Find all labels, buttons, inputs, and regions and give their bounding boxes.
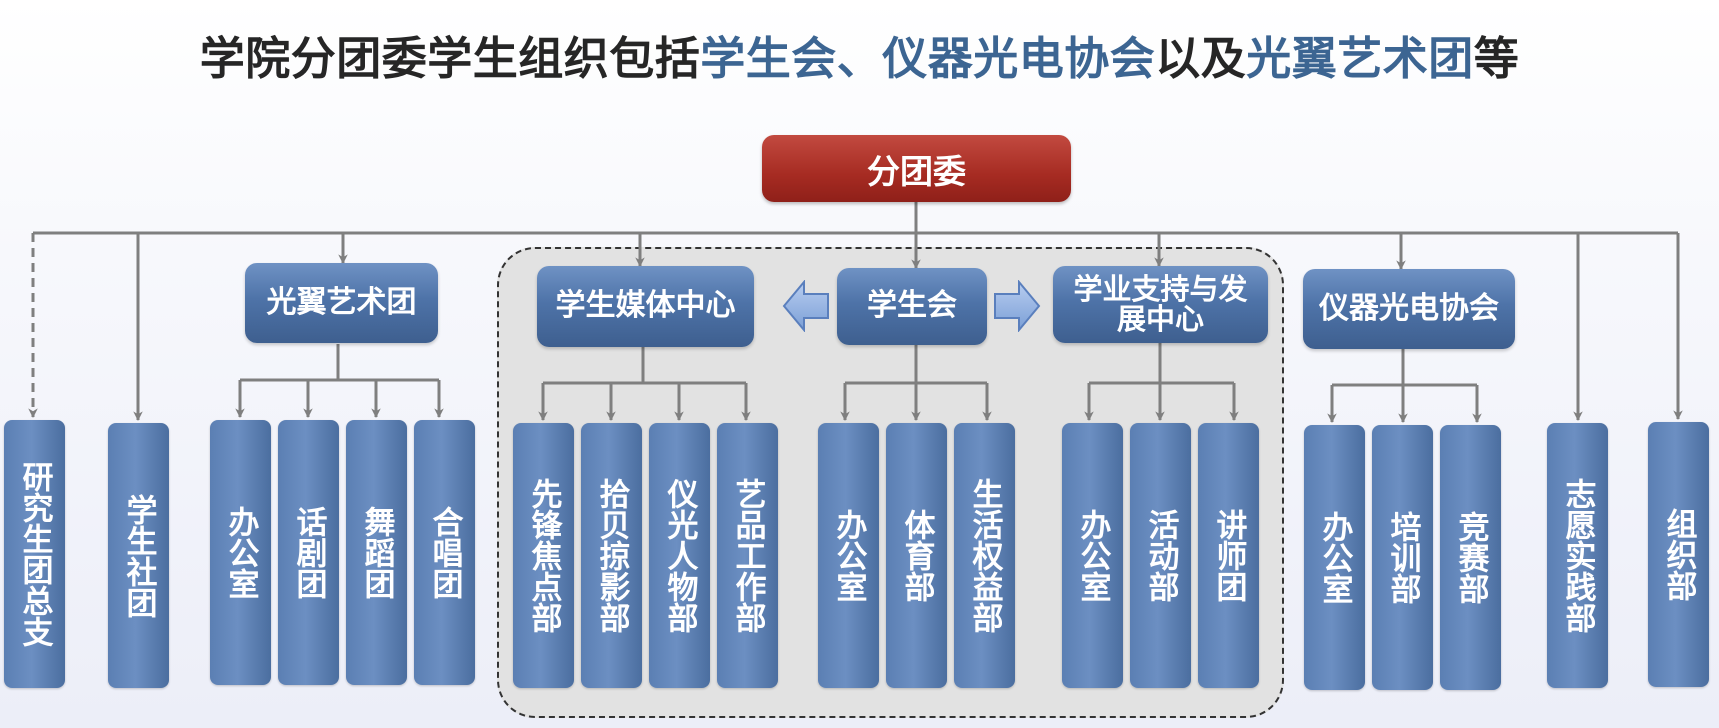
node-label: 话剧团	[290, 506, 327, 599]
node-academic-office: 办公室	[1062, 423, 1123, 688]
node-label: 合唱团	[426, 506, 463, 599]
node-academic-activities: 活动部	[1130, 423, 1191, 688]
node-union-sports: 体育部	[886, 423, 947, 688]
node-label: 办公室	[1316, 511, 1353, 604]
node-label: 研究生团总支	[16, 461, 53, 647]
arrow-left-icon	[782, 280, 829, 332]
node-guangyi-art-troupe: 光翼艺术团	[245, 263, 438, 343]
arrow-right-icon	[994, 280, 1041, 332]
node-media-shibei: 拾贝掠影部	[581, 423, 642, 688]
node-media-yiguang-people: 仪光人物部	[649, 423, 710, 688]
node-label: 组织部	[1660, 508, 1697, 601]
node-label: 竞赛部	[1452, 511, 1489, 604]
node-label: 学生社团	[120, 493, 157, 618]
node-label: 光翼艺术团	[266, 284, 417, 320]
title-part: 等	[1473, 32, 1520, 85]
node-label: 办公室	[222, 506, 259, 599]
node-union-life-rights: 生活权益部	[954, 423, 1015, 688]
node-media-art-works: 艺品工作部	[717, 423, 778, 688]
node-union-office: 办公室	[818, 423, 879, 688]
node-label: 培训部	[1384, 511, 1421, 604]
node-label: 学生媒体中心	[555, 288, 736, 324]
node-organization: 组织部	[1648, 422, 1709, 687]
node-student-media-center: 学生媒体中心	[537, 266, 754, 347]
node-yiqi-training: 培训部	[1372, 425, 1433, 690]
node-guangyi-dance: 舞蹈团	[346, 420, 407, 685]
node-graduate-league-branch: 研究生团总支	[4, 420, 65, 688]
node-label: 先锋焦点部	[525, 478, 562, 633]
node-student-clubs: 学生社团	[108, 423, 169, 688]
node-volunteer-practice: 志愿实践部	[1547, 423, 1608, 688]
node-label: 生活权益部	[966, 478, 1003, 633]
node-label: 舞蹈团	[358, 506, 395, 599]
node-academic-lecturers: 讲师团	[1198, 423, 1259, 688]
root-node-label: 分团委	[867, 151, 966, 191]
node-guangyi-choir: 合唱团	[414, 420, 475, 685]
title-part: 学生会、仪器光电协会	[700, 32, 1156, 85]
node-label: 仪器光电协会	[1319, 290, 1499, 326]
node-guangyi-office: 办公室	[210, 420, 271, 685]
node-academic-support-center: 学业支持与发展中心	[1053, 266, 1268, 343]
node-label: 艺品工作部	[729, 478, 766, 633]
node-label: 志愿实践部	[1559, 478, 1596, 633]
title-part: 光翼艺术团	[1246, 32, 1474, 85]
node-label: 学业支持与发展中心	[1073, 271, 1248, 336]
node-instrument-optoelectronic-association: 仪器光电协会	[1303, 269, 1515, 349]
node-label: 活动部	[1142, 509, 1179, 602]
node-label: 办公室	[830, 509, 867, 602]
node-yiqi-office: 办公室	[1304, 425, 1365, 690]
node-label: 拾贝掠影部	[593, 478, 630, 633]
title-part: 学院分团委学生组织包括	[199, 32, 701, 85]
node-student-union: 学生会	[837, 268, 987, 345]
node-label: 仪光人物部	[661, 478, 698, 633]
node-label: 体育部	[898, 509, 935, 602]
title-part: 以及	[1155, 32, 1247, 85]
root-node-fentuanwei: 分团委	[762, 135, 1071, 202]
node-label: 讲师团	[1210, 509, 1247, 602]
node-yiqi-competition: 竞赛部	[1440, 425, 1501, 690]
node-label: 办公室	[1074, 509, 1111, 602]
node-media-pioneer-focus: 先锋焦点部	[513, 423, 574, 688]
node-guangyi-drama: 话剧团	[278, 420, 339, 685]
page-title: 学院分团委学生组织包括学生会、仪器光电协会以及光翼艺术团等	[0, 22, 1719, 87]
node-label: 学生会	[867, 288, 957, 324]
